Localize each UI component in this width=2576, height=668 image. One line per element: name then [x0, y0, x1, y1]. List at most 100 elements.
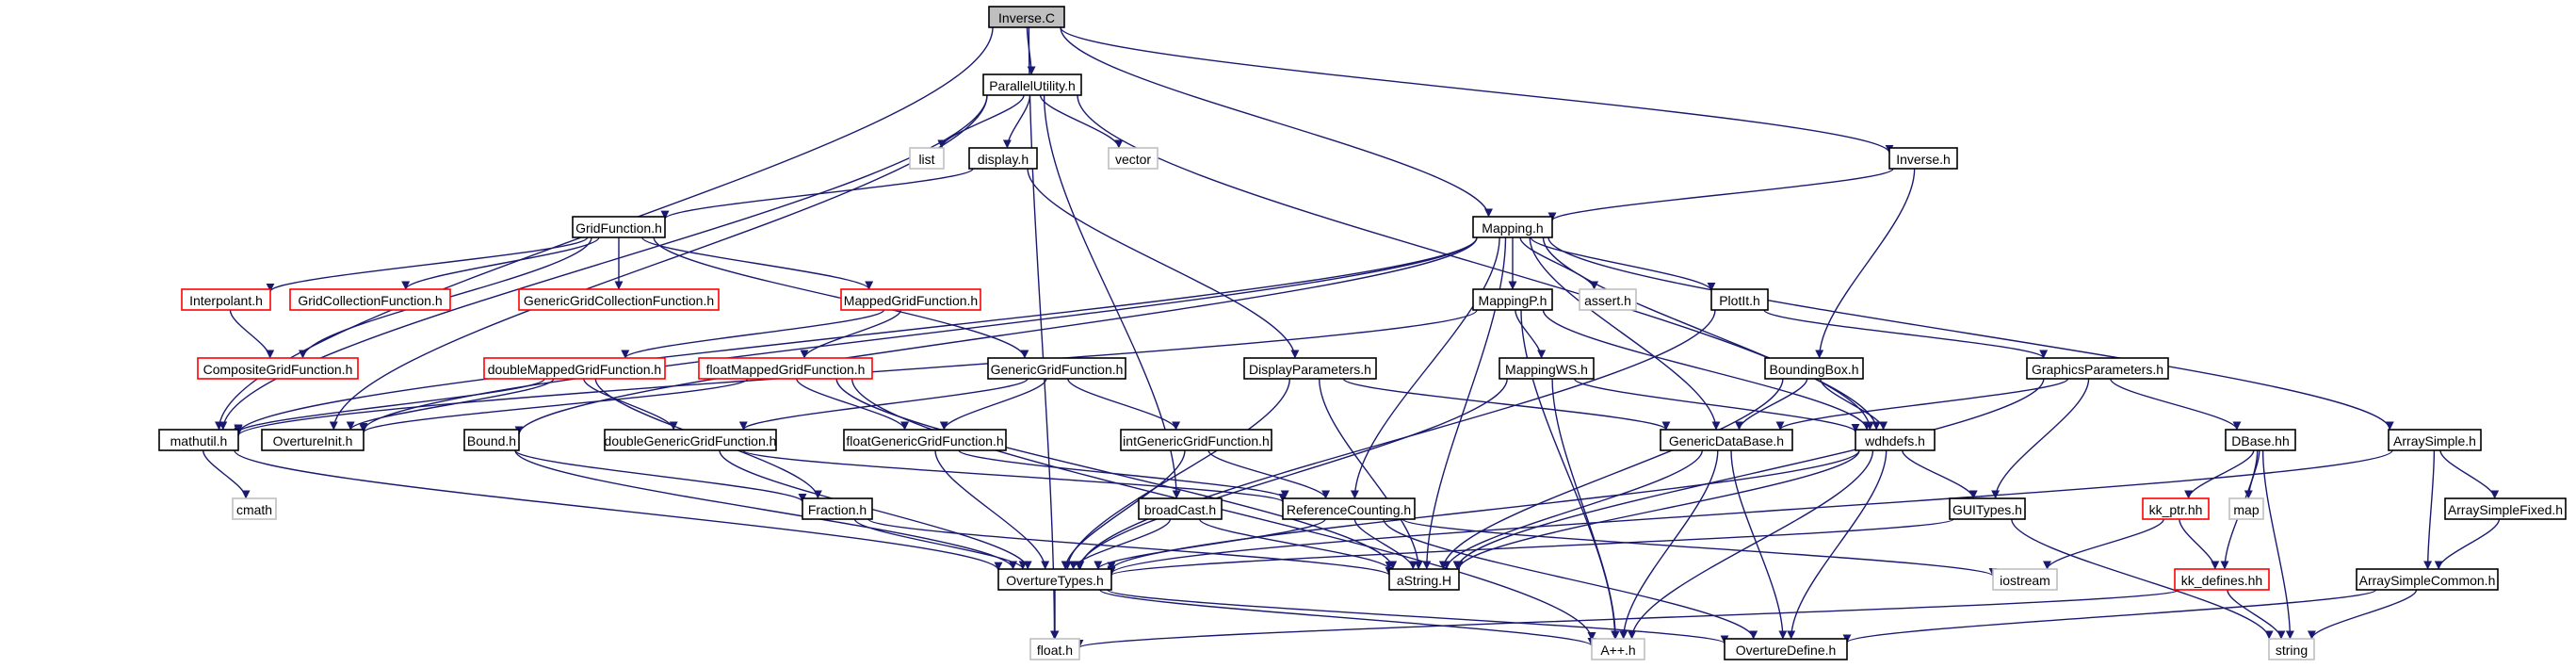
node-label: kk_ptr.hh — [2149, 502, 2203, 517]
edge-gridfunction-h-to-gridcollectionfunction-h — [401, 236, 600, 290]
node-label: broadCast.h — [1144, 502, 1216, 517]
node-label: string — [2276, 643, 2308, 658]
edge-line — [1075, 378, 1508, 570]
node-gridcollectionfunction-h[interactable]: GridCollectionFunction.h — [289, 288, 451, 311]
node-box — [1138, 497, 1223, 520]
node-plotit-h[interactable]: PlotIt.h — [1710, 288, 1769, 311]
edge-interpolant-h-to-compositegridfunction-h — [229, 309, 275, 359]
edge-mappedgridfunction-h-to-doublemappedgridfunction-h — [621, 309, 885, 359]
edge-mappingp-h-to-mappingws-h — [1515, 309, 1547, 359]
node-mappedgridfunction-h[interactable]: MappedGridFunction.h — [840, 288, 981, 311]
edge-line — [2227, 589, 2286, 640]
edge-floatgenericgridfunction-h-to-overturetypes-h — [934, 449, 1050, 570]
node-kk-ptr-hh[interactable]: kk_ptr.hh — [2142, 497, 2210, 520]
node-overturetypes-h[interactable]: OvertureTypes.h — [997, 568, 1112, 591]
edge-graphicsparameters-h-to-genericdatabase-h — [1775, 378, 2069, 431]
node-graphicsparameters-h[interactable]: GraphicsParameters.h — [2026, 357, 2169, 380]
node-mathutil-h[interactable]: mathutil.h — [158, 429, 239, 451]
node-box — [988, 6, 1065, 28]
node-box — [2142, 497, 2210, 520]
node-intgenericgridfunction-h[interactable]: intGenericGridFunction.h — [1120, 429, 1272, 451]
edge-line — [1530, 236, 1716, 291]
edge-dbase-hh-to-kk-ptr-hh — [2184, 449, 2255, 499]
node-floatgenericgridfunction-h[interactable]: floatGenericGridFunction.h — [843, 429, 1007, 451]
node-displayparameters-h[interactable]: DisplayParameters.h — [1243, 357, 1377, 380]
node-genericgridfunction-h[interactable]: GenericGridFunction.h — [987, 357, 1126, 380]
node-genericdatabase-h[interactable]: GenericDataBase.h — [1660, 429, 1793, 451]
edge-line — [1076, 589, 2179, 649]
edge-kk-defines-hh-to-float-h — [1076, 589, 2179, 649]
node-box — [1888, 147, 1958, 170]
node-arraysimplefixed-h[interactable]: ArraySimpleFixed.h — [2444, 497, 2567, 520]
node-box — [483, 357, 666, 380]
edge-line — [1542, 309, 1871, 431]
node-mappingp-h[interactable]: MappingP.h — [1472, 288, 1553, 311]
node-display-h[interactable]: display.h — [968, 147, 1038, 170]
edge-line — [1515, 309, 1547, 359]
node-mapping-h[interactable]: Mapping.h — [1472, 216, 1553, 238]
node-kk-defines-hh[interactable]: kk_defines.hh — [2174, 568, 2270, 591]
node-mappingws-h[interactable]: MappingWS.h — [1499, 357, 1595, 380]
node-genericgridcollectionfunction-h[interactable]: GenericGridCollectionFunction.h — [518, 288, 720, 311]
node-label: aString.H — [1397, 573, 1451, 588]
edges-layer — [203, 26, 2501, 649]
node-floatmappedgridfunction-h[interactable]: floatMappedGridFunction.h — [698, 357, 873, 380]
node-compositegridfunction-h[interactable]: CompositeGridFunction.h — [197, 357, 359, 380]
edge-bound-h-to-fraction-h — [514, 449, 807, 503]
node-label: GUITypes.h — [1952, 502, 2022, 517]
node-dbase-hh[interactable]: DBase.hh — [2225, 429, 2296, 451]
edge-line — [1842, 589, 2377, 644]
node-doublegenericgridfunction-h[interactable]: doubleGenericGridFunction.h — [604, 429, 777, 451]
node-arraysimplecommon-h[interactable]: ArraySimpleCommon.h — [2356, 568, 2499, 591]
node-label: display.h — [978, 152, 1029, 167]
edge-dbase-hh-to-string — [2261, 449, 2294, 640]
node-label: ParallelUtility.h — [989, 78, 1076, 93]
edge-mapping-h-to-referencecounting-h — [1350, 236, 1500, 499]
node-doublemappedgridfunction-h[interactable]: doubleMappedGridFunction.h — [483, 357, 666, 380]
edge-graphicsparameters-h-to-astring-h — [1452, 378, 2045, 570]
edge-line — [329, 94, 988, 431]
node-inverse-c[interactable]: Inverse.C — [988, 6, 1065, 28]
node-box — [1029, 638, 1080, 660]
node-broadcast-h[interactable]: broadCast.h — [1138, 497, 1223, 520]
node-label: A++.h — [1600, 643, 1635, 658]
node-astring-h[interactable]: aString.H — [1388, 568, 1460, 591]
edge-line — [2110, 378, 2242, 431]
edge-kk-defines-hh-to-string — [2227, 589, 2286, 640]
node-wdhdefs-h[interactable]: wdhdefs.h — [1855, 429, 1936, 451]
edge-display-h-to-gridfunction-h — [660, 168, 974, 220]
node-boundingbox-h[interactable]: BoundingBox.h — [1764, 357, 1864, 380]
node-box — [843, 429, 1007, 451]
edge-line — [800, 309, 902, 359]
node-referencecounting-h[interactable]: ReferenceCounting.h — [1282, 497, 1416, 520]
edge-mapping-h-to-plotit-h — [1530, 236, 1716, 291]
edge-line — [1452, 378, 2045, 570]
node-interpolant-h[interactable]: Interpolant.h — [181, 288, 271, 311]
node-arraysimple-h[interactable]: ArraySimple.h — [2388, 429, 2482, 451]
node-box — [197, 357, 359, 380]
edge-floatmappedgridfunction-h-to-floatgenericgridfunction-h — [796, 378, 910, 431]
node-parallelutility-h[interactable]: ParallelUtility.h — [982, 73, 1082, 96]
edge-inverse-c-to-mapping-h — [1060, 26, 1493, 218]
edge-line — [1815, 168, 1916, 359]
node-label: Interpolant.h — [189, 293, 263, 308]
node-box — [1992, 568, 2058, 591]
edge-line — [2184, 449, 2255, 499]
node-fraction-h[interactable]: Fraction.h — [802, 497, 873, 520]
node-gridfunction-h[interactable]: GridFunction.h — [572, 216, 666, 238]
edge-inverse-c-to-inverse-h — [1060, 26, 1894, 154]
edge-displayparameters-h-to-astring-h — [1319, 378, 1423, 570]
node-overtureinit-h[interactable]: OvertureInit.h — [261, 429, 365, 451]
node-guitypes-h[interactable]: GUITypes.h — [1949, 497, 2026, 520]
node-overturedefine-h[interactable]: OvertureDefine.h — [1724, 638, 1848, 660]
node-label: assert.h — [1584, 293, 1631, 308]
edge-line — [234, 236, 1478, 434]
node-box — [2228, 497, 2264, 520]
edge-parallelutility-h-to-list — [937, 94, 1025, 149]
node-bound-h[interactable]: Bound.h — [463, 429, 520, 451]
edge-floatgenericgridfunction-h-to-referencecounting-h — [958, 449, 1289, 499]
edge-inverse-h-to-mapping-h — [1547, 168, 1894, 221]
node-inverse-h[interactable]: Inverse.h — [1888, 147, 1958, 170]
edge-boundingbox-h-to-wdhdefs-h — [1820, 378, 1888, 431]
edge-line — [2307, 589, 2418, 640]
